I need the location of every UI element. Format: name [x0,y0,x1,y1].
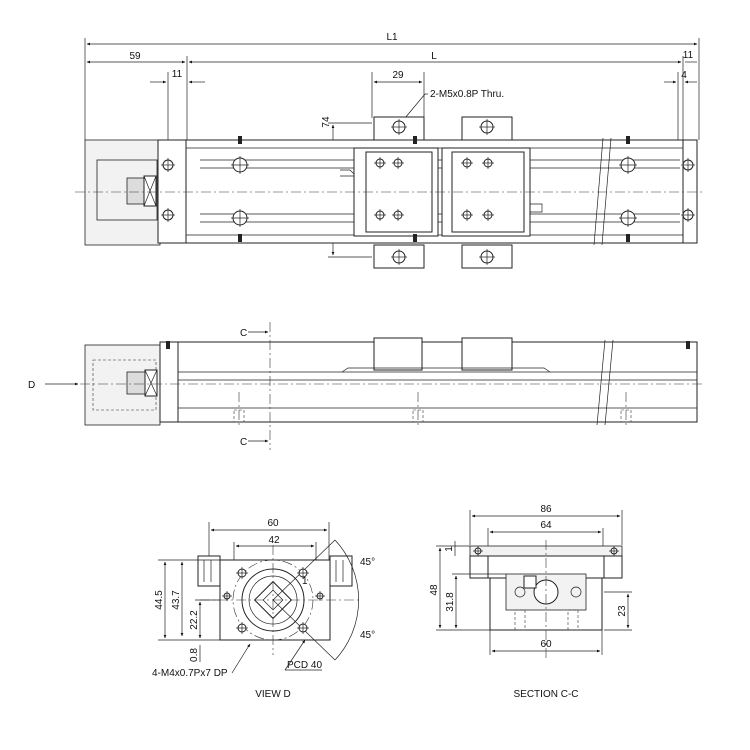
dim-vd-60: 60 [267,518,279,529]
dim-cc-48: 48 [429,584,440,596]
side-view: C C D [28,322,705,450]
dim-vd-22-2: 22.2 [189,610,200,630]
set-screw [166,341,170,349]
view-d: 60 42 45° 45° 44.5 43.7 22.2 [152,518,375,700]
dim-vd-44-5: 44.5 [154,590,165,610]
callout-thru-holes: 2-M5x0.8P Thru. [430,89,504,100]
hole-markers [161,119,695,634]
callout-pcd: PCD 40 [287,660,322,671]
dim-59: 59 [129,51,141,62]
set-screw [413,136,417,144]
set-screw [626,234,630,242]
dim-vd-42: 42 [268,535,280,546]
set-screw [238,136,242,144]
dim-cc-1: 1 [444,546,455,552]
dim-right-11: 11 [683,50,694,61]
section-cc: 86 64 48 31.8 1 23 60 [429,504,632,700]
set-screw [413,234,417,242]
section-marker-c-bottom: C [240,437,247,448]
dim-cc-86: 86 [540,504,552,515]
section-cc-title: SECTION C-C [514,689,579,700]
carriage-side-right [461,337,513,371]
set-screw [238,234,242,242]
callout-tapped-holes: 4-M4x0.7Px7 DP [152,668,228,679]
view-d-title: VIEW D [255,689,291,700]
dim-l: L [431,51,437,62]
dim-cc-31-8: 31.8 [445,592,456,612]
end-plate-right-top [682,139,698,244]
dim-vd-43-7: 43.7 [171,590,182,610]
dim-left-11: 11 [172,69,183,80]
rail-body-side [177,341,698,423]
dim-29: 29 [392,70,404,81]
carriage-side-left [373,337,423,371]
end-plate-left-side [159,341,179,423]
dim-4: 4 [681,70,687,81]
dim-vd-0-8: 0.8 [189,648,200,662]
dim-cc-64: 64 [540,520,552,531]
dim-74: 74 [321,116,332,128]
set-screw [686,341,690,349]
dim-vd-45-bottom: 45° [360,630,375,641]
dim-vd-45-top: 45° [360,557,375,568]
end-plate-left-top [157,139,187,244]
section-marker-c-top: C [240,328,247,339]
set-screw [626,136,630,144]
view-marker-d: D [28,380,35,391]
dim-cc-23: 23 [617,605,628,617]
dim-l1: L1 [386,32,398,43]
top-view: L1 59 L 11 11 29 4 74 2-M5x0.8P Thru. [75,32,705,269]
dim-vd-1: 1 [302,576,308,587]
